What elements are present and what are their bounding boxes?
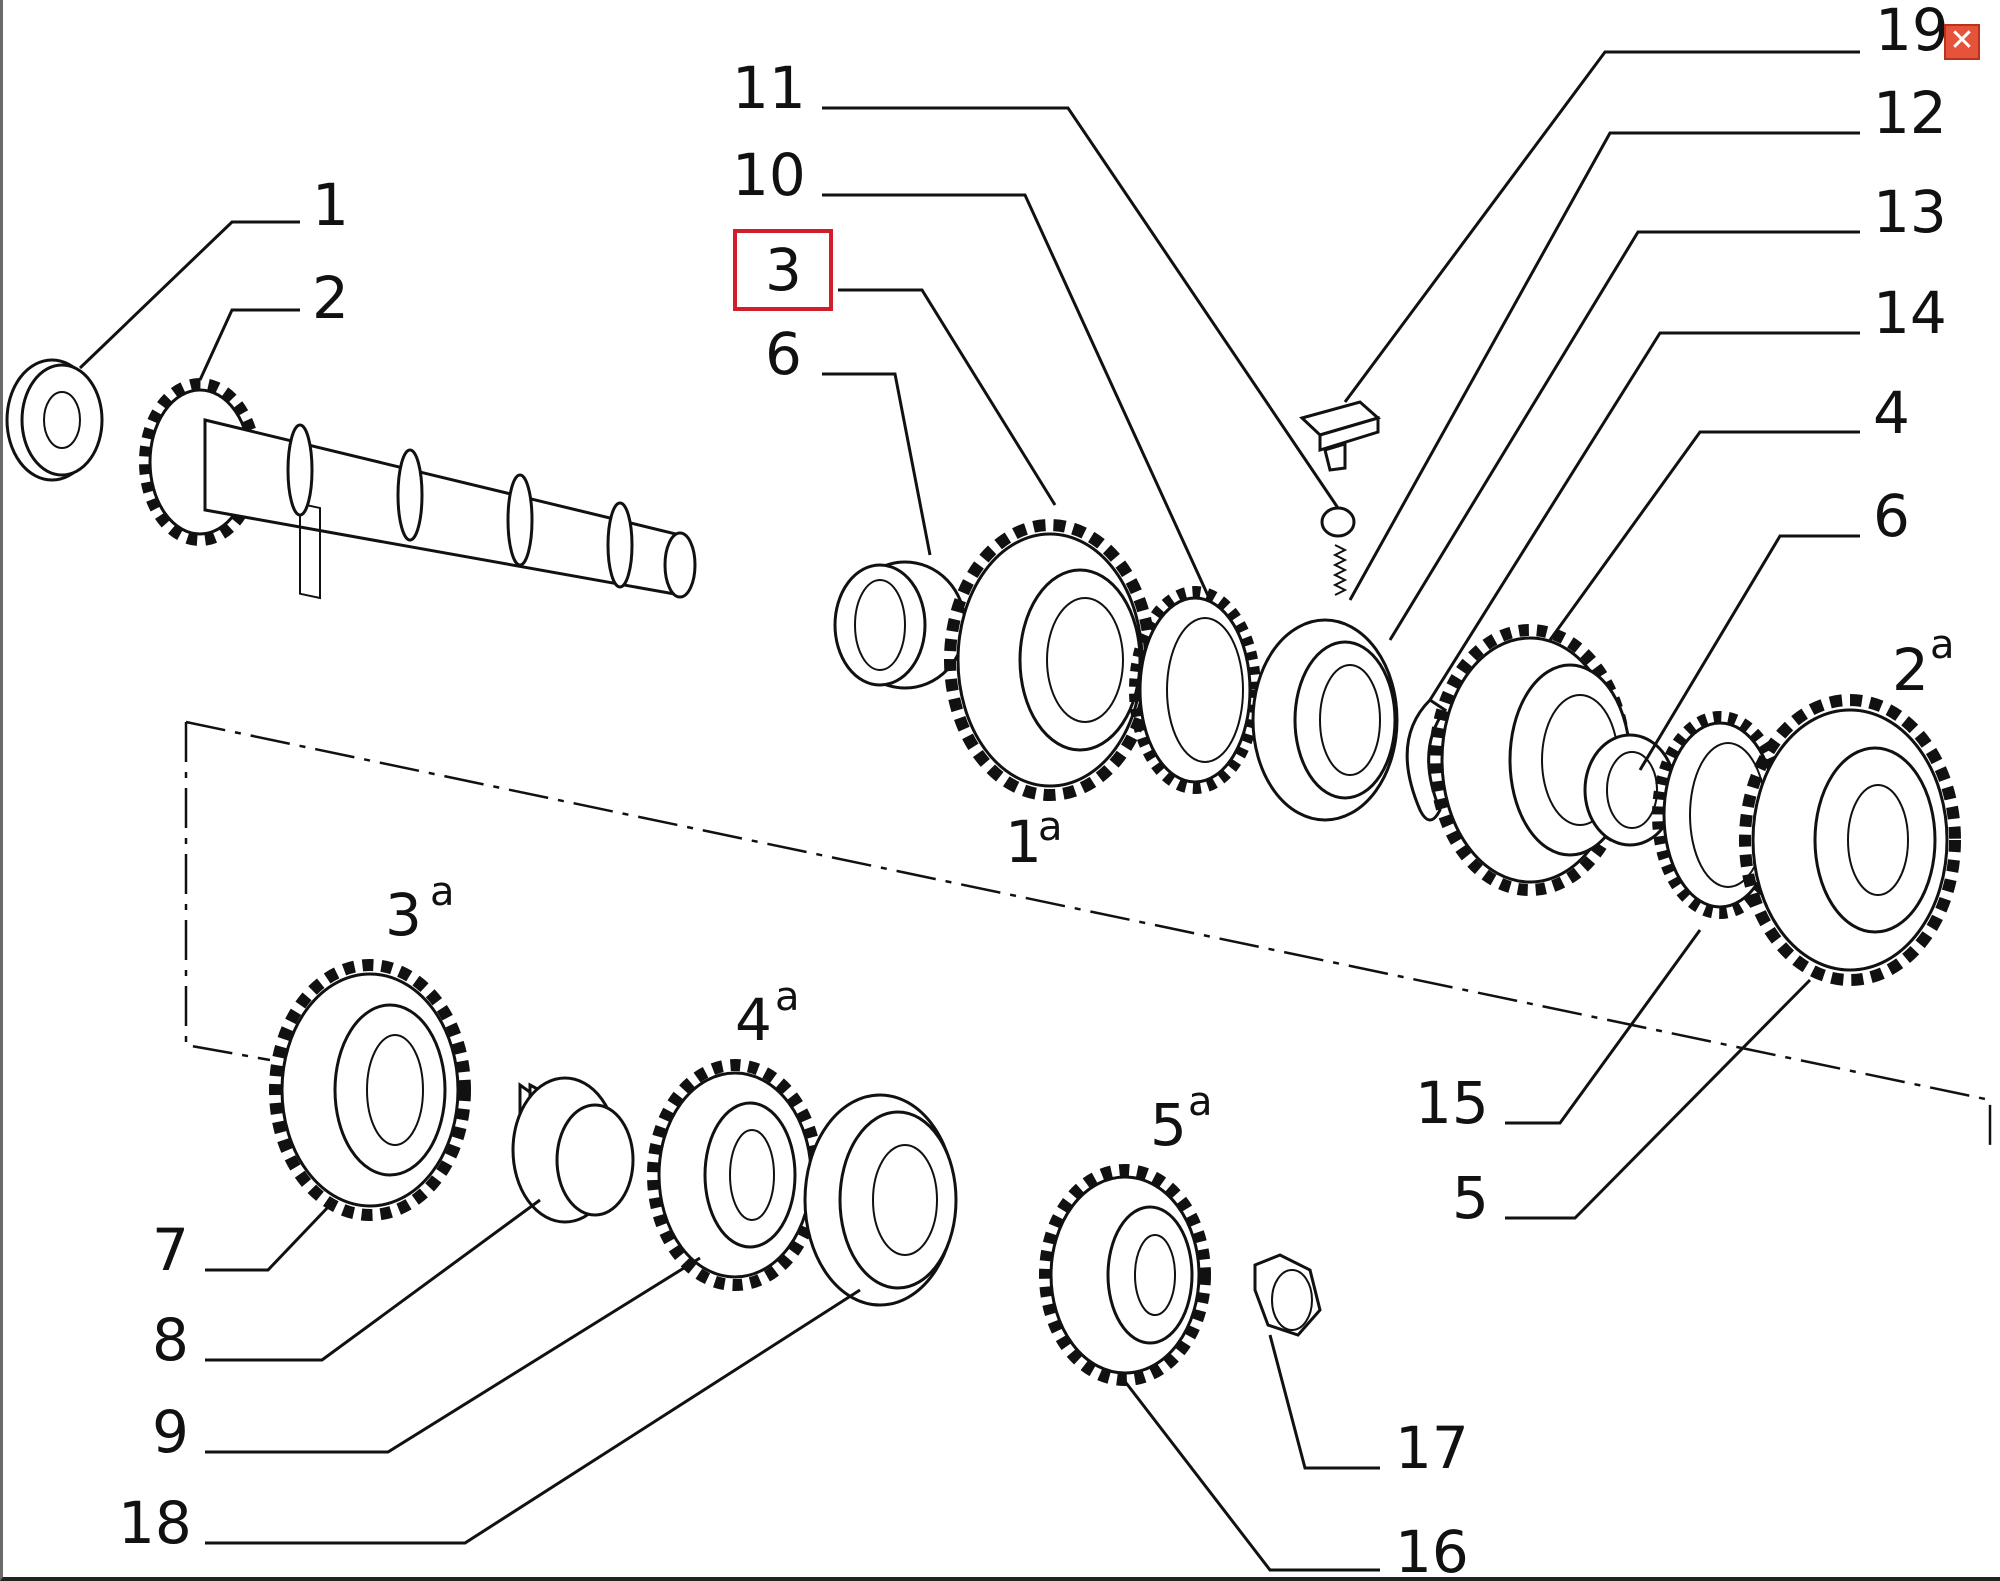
callout-3[interactable]: 3	[765, 236, 802, 304]
detent-ball-part-11[interactable]	[1320, 506, 1356, 538]
callout-9[interactable]: 9	[152, 1398, 189, 1466]
gear-label-2a-number: 2	[1892, 636, 1929, 704]
gear-label-4a-sup: a	[775, 974, 800, 1020]
gear-label-1a-sup: a	[1038, 804, 1063, 850]
callout-12[interactable]: 12	[1873, 79, 1947, 147]
spacer-bushing-part-8[interactable]	[511, 1076, 635, 1224]
callout-6-right[interactable]: 6	[1873, 482, 1910, 550]
spring-part-12[interactable]	[1332, 544, 1348, 596]
gear-label-3a-sup: a	[430, 869, 455, 915]
group-boundary-line	[184, 722, 271, 1062]
callout-15[interactable]: 15	[1415, 1069, 1489, 1137]
gear-part-9[interactable]	[647, 1059, 823, 1291]
callout-labels: 1 2 3 4 5 6 6 7 8 9 10 11 12 13 14 15 16…	[118, 0, 1949, 1581]
bearing-part-1[interactable]	[5, 358, 104, 482]
gear-part-3[interactable]	[944, 519, 1156, 801]
selected-callout-highlight	[733, 229, 833, 311]
callout-18[interactable]: 18	[118, 1489, 192, 1557]
callout-4[interactable]: 4	[1873, 379, 1910, 447]
callout-14[interactable]: 14	[1873, 279, 1947, 347]
gear-part-5[interactable]	[1739, 694, 1961, 986]
callout-5[interactable]: 5	[1452, 1164, 1489, 1232]
gear-sleeve-part-4[interactable]	[1429, 624, 1632, 896]
gear-label-5a-sup: a	[1188, 1079, 1213, 1125]
main-shaft-part-2[interactable]	[139, 378, 697, 600]
callout-6-left[interactable]: 6	[765, 320, 802, 388]
nut-part-17[interactable]	[1253, 1253, 1322, 1337]
callout-7[interactable]: 7	[152, 1216, 189, 1284]
gear-part-7[interactable]	[269, 959, 471, 1221]
gear-label-3a-number: 3	[385, 881, 422, 949]
sliding-key-part-19[interactable]	[1299, 400, 1382, 472]
callout-17[interactable]: 17	[1395, 1414, 1469, 1482]
gear-label-4a-number: 4	[735, 986, 772, 1054]
bearing-part-18[interactable]	[803, 1093, 958, 1307]
gear-part-16[interactable]	[1039, 1164, 1211, 1386]
gear-ratio-labels: 1 a 2 a 3 a 4 a 5 a	[385, 622, 1955, 1159]
gear-label-2a-sup: a	[1930, 622, 1955, 668]
callout-19[interactable]: 19	[1875, 0, 1949, 64]
callout-13[interactable]: 13	[1873, 178, 1947, 246]
close-icon[interactable]: ✕	[1944, 24, 1980, 60]
callout-16[interactable]: 16	[1395, 1518, 1469, 1581]
synchro-ring-part-10[interactable]	[1129, 586, 1261, 794]
callout-2[interactable]: 2	[312, 264, 349, 332]
circlip-part-14[interactable]	[1405, 698, 1448, 822]
synchro-hub-part-13[interactable]	[1251, 618, 1399, 822]
gear-label-1a-number: 1	[1005, 808, 1042, 876]
gear-label-5a-number: 5	[1150, 1091, 1187, 1159]
callout-8[interactable]: 8	[152, 1306, 189, 1374]
leader-lines	[78, 50, 1860, 1572]
callout-10[interactable]: 10	[732, 141, 806, 209]
callout-1[interactable]: 1	[312, 171, 349, 239]
callout-11[interactable]: 11	[732, 54, 806, 122]
group-boundary-line-right	[185, 720, 1992, 1150]
needle-bearing-part-6[interactable]	[833, 560, 967, 690]
